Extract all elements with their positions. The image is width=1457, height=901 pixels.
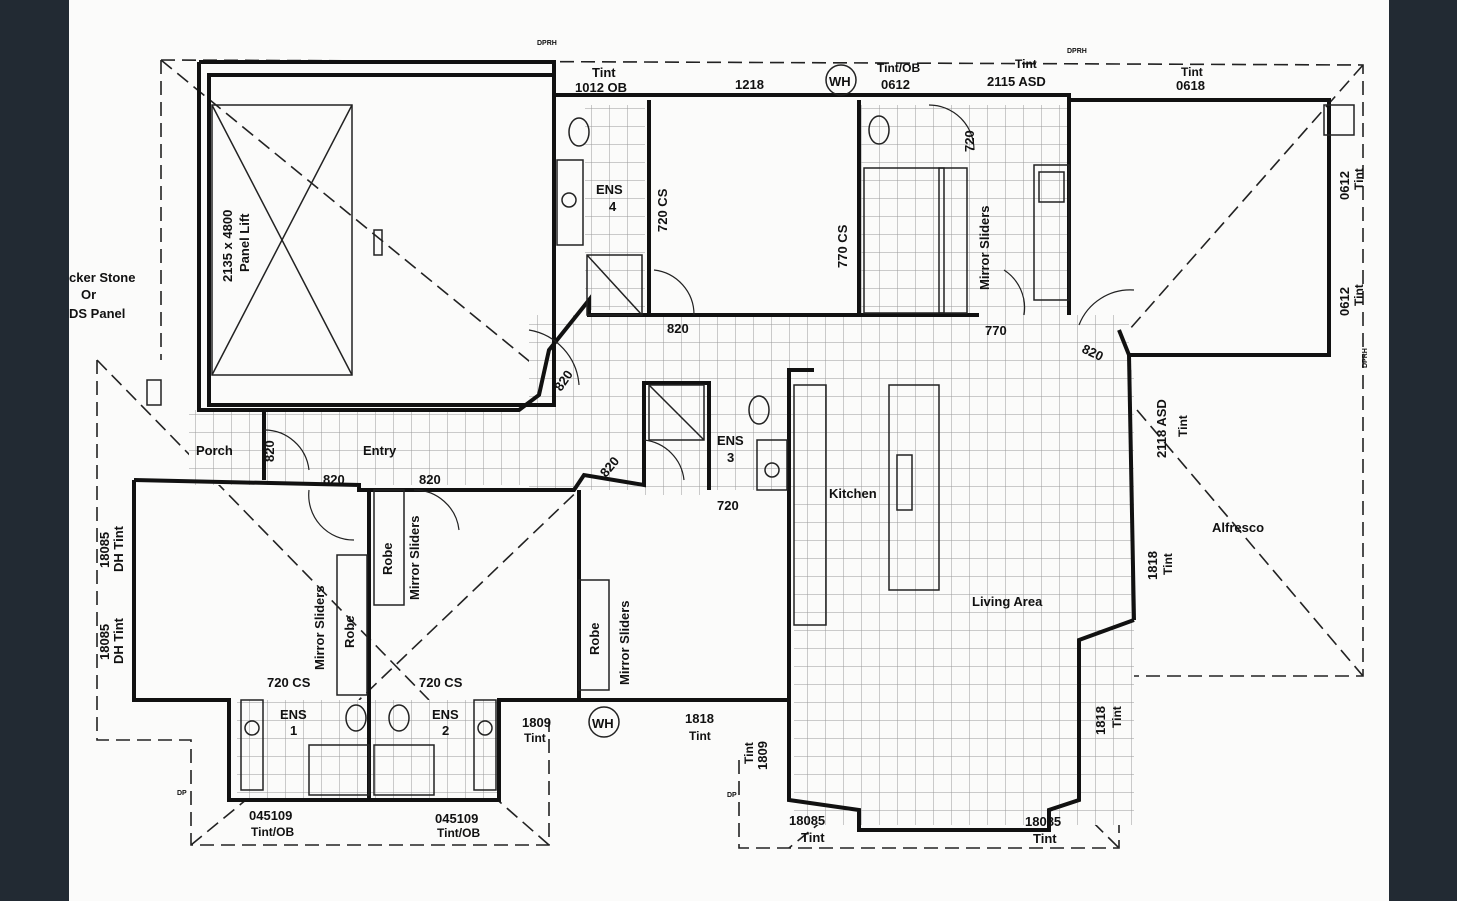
dp-label-2: DP	[727, 792, 737, 799]
ens2-number: 2	[442, 723, 449, 738]
mirror-sliders-label-1: Mirror Sliders	[407, 515, 422, 600]
dim-top-tint-1: Tint	[592, 65, 616, 80]
fixtures	[146, 104, 1355, 796]
dim-720-cs-left: 720 CS	[267, 675, 311, 690]
mirror-sliders-label-3: Mirror Sliders	[617, 600, 632, 685]
dim-bottom-tint-e: Tint	[801, 830, 825, 845]
dim-820-d: 820	[262, 440, 277, 462]
dim-770: 770	[985, 323, 1007, 338]
entry-label: Entry	[363, 443, 397, 458]
ens2-label: ENS	[432, 707, 459, 722]
dim-720-c: 720	[717, 498, 739, 513]
dim-right-tint-vertical: Tint	[1110, 706, 1124, 728]
door-swings	[263, 104, 1135, 541]
dim-left-dh-a: DH Tint	[111, 525, 126, 572]
dp-label-1: DP	[177, 790, 187, 797]
dim-bottom-18085-a: 18085	[789, 813, 825, 828]
dprh-label-2: DPRH	[1067, 48, 1087, 55]
water-heater-icon	[588, 64, 857, 738]
dim-top-2115: 2115 ASD	[987, 74, 1046, 89]
tiled-floor	[189, 105, 1134, 825]
dim-right-1818: 1818	[1145, 551, 1160, 580]
dim-770-cs: 770 CS	[835, 224, 850, 268]
stone-note-line-2: Or	[81, 287, 96, 302]
dim-right-tint-c: Tint	[1176, 415, 1190, 437]
dim-right-0612-b: 0612	[1337, 287, 1352, 316]
dim-bottom-045109-a: 045109	[249, 808, 292, 823]
dim-top-0612: 0612	[881, 77, 910, 92]
floor-plan-sheet: 2135 x 4800 Panel Lift ENS 4 ENS 3 ENS 1…	[69, 0, 1389, 901]
dim-top-1012: 1012 OB	[575, 80, 627, 95]
dim-bottom-1809: 1809	[522, 715, 551, 730]
dim-bottom-18085-b: 18085	[1025, 814, 1061, 829]
dim-bottom-tint-f: Tint	[1033, 831, 1057, 846]
dim-720-vertical: 720	[962, 130, 977, 152]
dim-top-tint-3: Tint	[1181, 65, 1203, 79]
ens4-label: ENS	[596, 182, 623, 197]
dim-720-cs-right: 720 CS	[419, 675, 463, 690]
stone-note-line-1: cker Stone	[69, 270, 135, 285]
dim-bottom-tint-a: Tint	[524, 731, 546, 745]
living-area-label: Living Area	[972, 594, 1043, 609]
ens3-label: ENS	[717, 433, 744, 448]
dim-left-dh-b: DH Tint	[111, 617, 126, 664]
dim-top-1218: 1218	[735, 77, 764, 92]
robe-label-3: Robe	[587, 623, 602, 656]
dim-top-tint-ob: Tint/OB	[877, 61, 920, 75]
ens1-number: 1	[290, 723, 297, 738]
dim-right-0612-a: 0612	[1337, 171, 1352, 200]
wh-label-bottom: WH	[592, 716, 614, 731]
alfresco-label: Alfresco	[1212, 520, 1264, 535]
dim-right-1818-vertical: 1818	[1093, 706, 1108, 735]
dim-720-cs: 720 CS	[655, 188, 670, 232]
dim-right-2118: 2118 ASD	[1154, 399, 1169, 458]
dprh-label-3: DPRH	[1362, 348, 1369, 368]
dim-820-f: 820	[419, 472, 441, 487]
mirror-sliders-label-2: Mirror Sliders	[312, 585, 327, 670]
mirror-sliders-label-4: Mirror Sliders	[977, 205, 992, 290]
notes: cker Stone Or DS Panel WH WH DPRH DPRH D…	[69, 40, 1369, 799]
ens3-number: 3	[727, 450, 734, 465]
porch-label: Porch	[196, 443, 233, 458]
dim-bottom-tint-b: Tint	[689, 729, 711, 743]
dim-left-18085-b: 18085	[97, 624, 112, 660]
dim-bottom-045109-b: 045109	[435, 811, 478, 826]
dprh-label-1: DPRH	[537, 40, 557, 47]
garage-door-size-label: 2135 x 4800	[220, 210, 235, 282]
ens1-label: ENS	[280, 707, 307, 722]
dim-left-18085-a: 18085	[97, 532, 112, 568]
dim-right-tint-a: Tint	[1352, 168, 1366, 190]
dim-820-e: 820	[323, 472, 345, 487]
dim-820-a: 820	[667, 321, 689, 336]
dimension-labels: Tint 1012 OB 1218 Tint/OB 0612 Tint 2115…	[97, 57, 1366, 846]
stone-note-line-3: DS Panel	[69, 306, 125, 321]
dim-right-tint-b: Tint	[1352, 284, 1366, 306]
dim-bottom-1809-vertical: 1809	[755, 741, 770, 770]
room-labels: 2135 x 4800 Panel Lift ENS 4 ENS 3 ENS 1…	[196, 182, 1264, 738]
robe-label-2: Robe	[342, 616, 357, 649]
floor-plan-drawing: 2135 x 4800 Panel Lift ENS 4 ENS 3 ENS 1…	[69, 40, 1369, 849]
walls	[132, 60, 1331, 832]
kitchen-label: Kitchen	[829, 486, 877, 501]
ens4-number: 4	[609, 199, 617, 214]
dim-top-0618: 0618	[1176, 78, 1205, 93]
dim-bottom-tint-ob-b: Tint/OB	[437, 826, 480, 840]
robe-label-1: Robe	[380, 543, 395, 576]
garage-lift-label: Panel Lift	[237, 213, 252, 272]
dim-bottom-tint-vertical: Tint	[742, 742, 756, 764]
dim-top-tint-2: Tint	[1015, 57, 1037, 71]
dim-right-tint-d: Tint	[1161, 553, 1175, 575]
garage-door-symbol	[211, 104, 383, 376]
dim-bottom-1818: 1818	[685, 711, 714, 726]
dim-bottom-tint-ob-a: Tint/OB	[251, 825, 294, 839]
wh-label-top: WH	[829, 74, 851, 89]
